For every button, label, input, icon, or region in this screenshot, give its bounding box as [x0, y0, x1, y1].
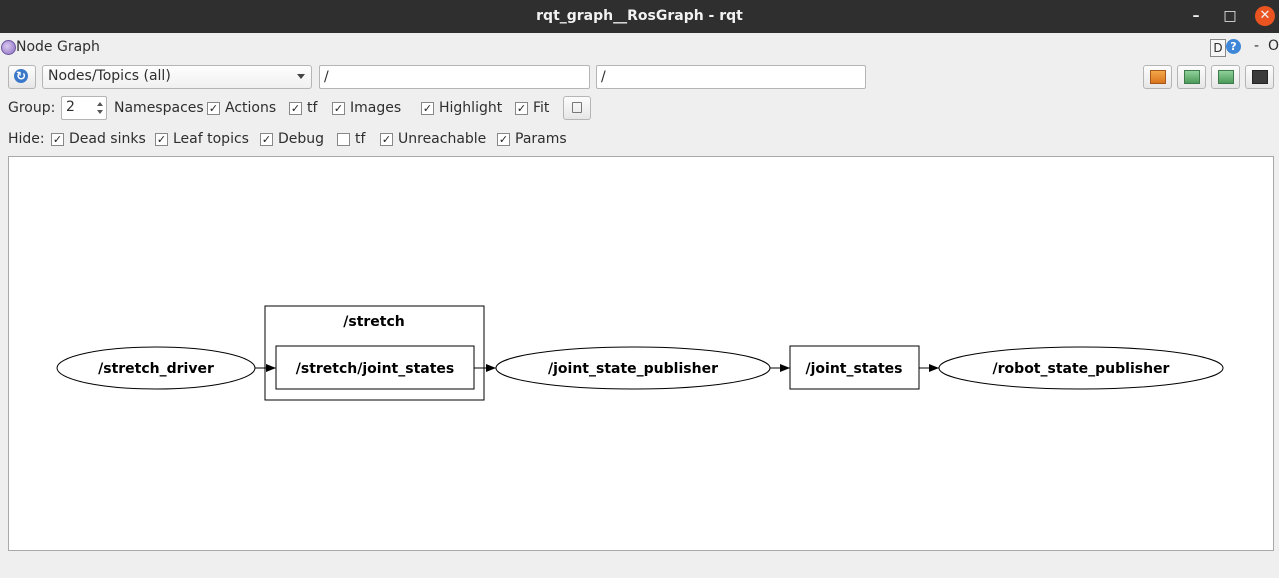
namespaces-label: Namespaces — [114, 100, 204, 116]
images-checkbox[interactable]: ✓ — [332, 102, 345, 115]
save-dot-icon — [1184, 70, 1200, 84]
group-label: Group: — [8, 100, 56, 116]
fit-label: Fit — [533, 100, 550, 116]
fit-in-view-icon — [572, 102, 582, 113]
params-checkbox[interactable]: ✓ — [497, 133, 510, 146]
leaf-topics-checkbox[interactable]: ✓ — [155, 133, 168, 146]
namespace-cluster-stretch — [264, 305, 485, 401]
plugin-title: Node Graph — [16, 39, 100, 55]
hide-tf-label: tf — [355, 131, 366, 147]
actions-label: Actions — [225, 100, 277, 116]
graph-svg: /stretch /stretch_driver /stretch/joint_… — [56, 305, 1224, 401]
namespace-cluster-label: /stretch — [343, 314, 405, 330]
maximize-button[interactable]: □ — [1223, 8, 1237, 24]
load-dot-icon — [1150, 70, 1166, 84]
hide-tf-checkbox[interactable] — [337, 133, 350, 146]
tf-checkbox[interactable]: ✓ — [289, 102, 302, 115]
debug-checkbox[interactable]: ✓ — [260, 133, 273, 146]
node-robot-state-publisher-label: /robot_state_publisher — [993, 361, 1170, 377]
node-joint-state-publisher-label: /joint_state_publisher — [548, 361, 718, 377]
topic-joint-states-label: /joint_states — [806, 361, 903, 377]
minimize-button[interactable]: – — [1192, 8, 1200, 24]
topic-stretch-joint-states[interactable] — [275, 345, 475, 390]
save-dot-button[interactable] — [1177, 65, 1206, 89]
dead-sinks-checkbox[interactable]: ✓ — [51, 133, 64, 146]
leaf-topics-label: Leaf topics — [173, 131, 249, 147]
unreachable-label: Unreachable — [398, 131, 487, 147]
dock-button[interactable]: D — [1210, 39, 1226, 57]
images-label: Images — [350, 100, 402, 116]
plugin-header: Node Graph D ? - O — [0, 37, 1279, 59]
node-stretch-driver-label: /stretch_driver — [98, 361, 214, 377]
node-filter-input[interactable] — [320, 66, 583, 88]
screenshot-icon — [1252, 70, 1268, 84]
load-dot-button[interactable] — [1143, 65, 1172, 89]
chevron-down-icon — [297, 74, 305, 79]
save-svg-icon — [1218, 70, 1234, 84]
graph-type-dropdown[interactable]: Nodes/Topics (all) — [42, 65, 312, 89]
debug-label: Debug — [278, 131, 325, 147]
spin-down-icon[interactable] — [97, 110, 103, 114]
graph-canvas[interactable]: /stretch /stretch_driver /stretch/joint_… — [8, 156, 1274, 551]
close-plugin-button[interactable]: O — [1268, 38, 1279, 54]
node-graph-plugin-icon — [1, 40, 16, 55]
highlight-checkbox[interactable]: ✓ — [421, 102, 434, 115]
topic-filter-input[interactable] — [597, 66, 859, 88]
dead-sinks-label: Dead sinks — [69, 131, 146, 147]
fit-in-view-button[interactable] — [563, 96, 591, 120]
topic-filter-field[interactable] — [596, 65, 866, 89]
window-title: rqt_graph__RosGraph - rqt — [536, 8, 743, 24]
screenshot-button[interactable] — [1245, 65, 1274, 89]
spin-up-icon[interactable] — [97, 102, 103, 106]
group-value: 2 — [66, 99, 75, 115]
window-titlebar: rqt_graph__RosGraph - rqt – □ ✕ — [0, 0, 1279, 33]
group-spinbox[interactable]: 2 — [61, 96, 107, 120]
node-filter-field[interactable] — [319, 65, 590, 89]
params-label: Params — [515, 131, 567, 147]
refresh-icon: ↻ — [14, 69, 28, 83]
topic-joint-states[interactable] — [789, 345, 920, 390]
help-icon[interactable]: ? — [1226, 39, 1241, 54]
highlight-label: Highlight — [439, 100, 503, 116]
minimize-plugin-button[interactable]: - — [1254, 38, 1260, 54]
close-button[interactable]: ✕ — [1255, 6, 1275, 26]
hide-label: Hide: — [8, 131, 45, 147]
namespaces-checkbox[interactable]: ✓ — [207, 102, 220, 115]
save-svg-button[interactable] — [1211, 65, 1240, 89]
graph-type-value: Nodes/Topics (all) — [48, 68, 171, 84]
topic-stretch-joint-states-label: /stretch/joint_states — [296, 361, 454, 377]
fit-checkbox[interactable]: ✓ — [515, 102, 528, 115]
tf-label: tf — [307, 100, 318, 116]
refresh-button[interactable]: ↻ — [8, 65, 36, 89]
unreachable-checkbox[interactable]: ✓ — [380, 133, 393, 146]
